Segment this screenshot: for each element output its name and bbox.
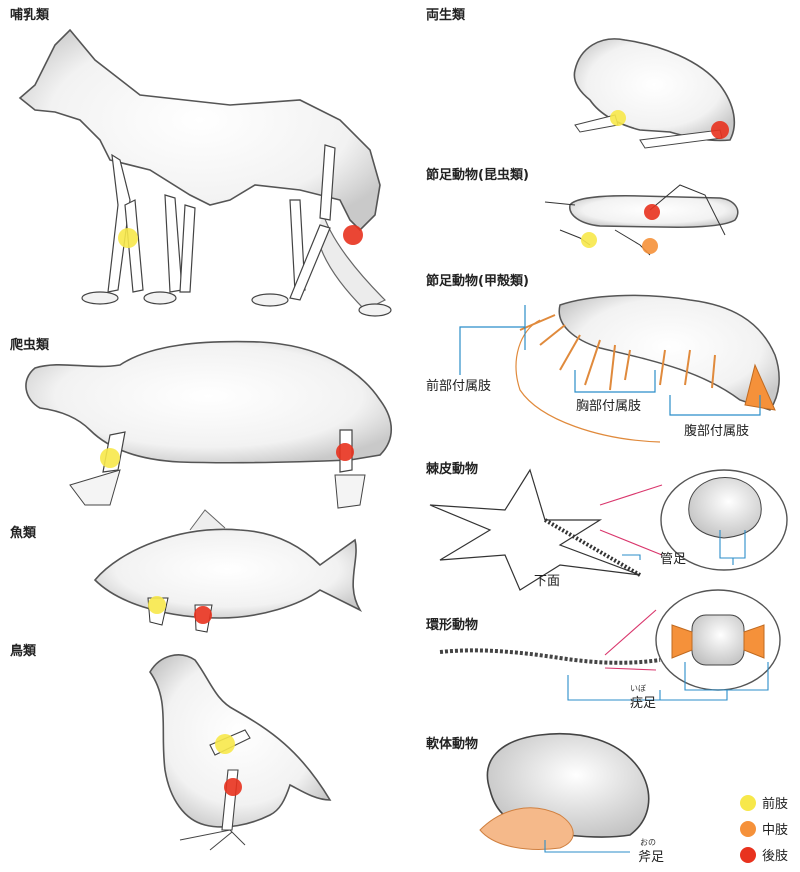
legend-item-midlimb: 中肢	[740, 819, 788, 838]
label-anterior-appendage: 前部付属肢	[426, 379, 492, 394]
label-abdominal-appendage: 腹部付属肢	[684, 424, 750, 439]
label-foot: 斧足	[638, 850, 665, 865]
label-tube-feet: 管足	[660, 552, 687, 567]
mollusk-figure	[479, 732, 650, 853]
ruby-foot: おの	[640, 838, 656, 847]
section-title-reptiles: 爬虫類	[10, 338, 50, 353]
reptile-forelimb-marker	[100, 448, 120, 468]
legend-swatch-yellow	[740, 794, 756, 811]
section-title-amphibians: 両生類	[426, 8, 466, 23]
frog-hindlimb-marker	[711, 121, 729, 139]
bird-figure	[149, 654, 332, 851]
section-title-crustaceans: 節足動物(甲殻類)	[426, 274, 529, 289]
annelid-figure	[439, 589, 781, 701]
ruby-parapodia: いぼ	[630, 684, 646, 693]
bird-leg-marker	[224, 778, 242, 796]
legend-item-hindlimb: 後肢	[740, 845, 788, 864]
label-underside: 下面	[534, 574, 561, 589]
fish-figure	[93, 509, 363, 633]
fish-pelvic-marker	[194, 606, 212, 624]
insect-figure	[544, 184, 739, 256]
legend-label-midlimb: 中肢	[762, 823, 789, 838]
insect-foreleg-marker	[581, 232, 597, 248]
echinoderm-figure	[429, 468, 788, 591]
fish-pectoral-marker	[148, 596, 166, 614]
legend-swatch-orange	[740, 820, 756, 837]
mammal-figure	[18, 28, 392, 317]
bird-wing-marker	[215, 734, 235, 754]
section-title-mammals: 哺乳類	[10, 8, 50, 23]
section-title-echinoderms: 棘皮動物	[426, 462, 479, 477]
reptile-figure	[25, 340, 392, 509]
mammal-hindlimb-marker	[343, 225, 363, 245]
section-title-insects: 節足動物(昆虫類)	[426, 168, 529, 183]
section-title-fish: 魚類	[10, 526, 37, 541]
section-title-mollusks: 軟体動物	[426, 737, 479, 752]
legend-item-forelimb: 前肢	[740, 793, 788, 812]
frog-forelimb-marker	[610, 110, 626, 126]
insect-hindleg-marker	[644, 204, 660, 220]
mammal-forelimb-marker	[118, 228, 138, 248]
section-title-annelids: 環形動物	[426, 618, 479, 633]
section-title-birds: 鳥類	[10, 644, 37, 659]
crustacean-figure	[459, 294, 780, 443]
label-parapodia: 疣足	[630, 696, 657, 711]
legend-label-forelimb: 前肢	[762, 797, 789, 812]
legend-swatch-red	[740, 846, 756, 863]
reptile-hindlimb-marker	[336, 443, 354, 461]
amphibian-figure	[573, 38, 736, 149]
legend-label-hindlimb: 後肢	[762, 849, 789, 864]
insect-midleg-marker	[642, 238, 658, 254]
label-thoracic-appendage: 胸部付属肢	[576, 399, 642, 414]
